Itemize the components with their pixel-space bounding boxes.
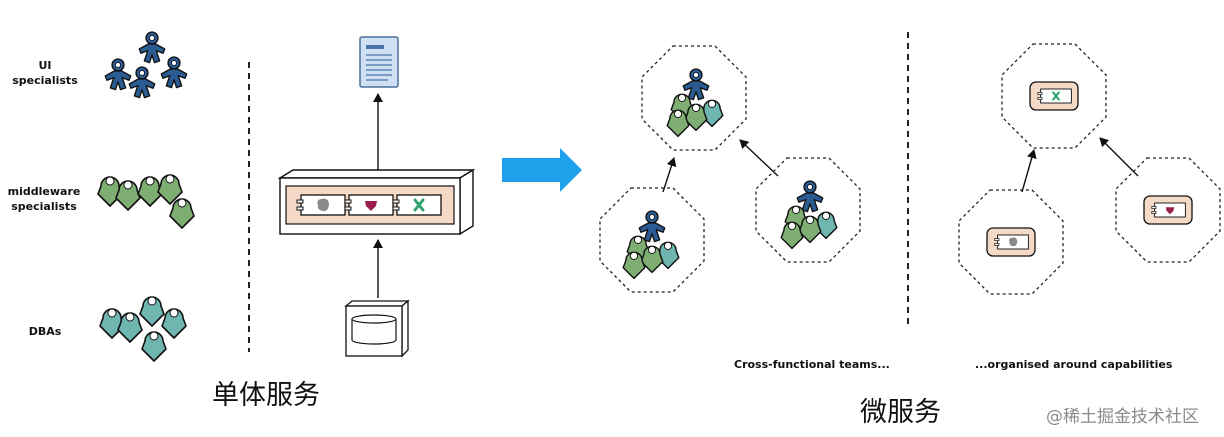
arrow-service-heart-to-x <box>1099 137 1139 177</box>
service-blob <box>958 189 1064 295</box>
team-right <box>755 157 861 263</box>
watermark: @稀土掘金技术社区 <box>1046 407 1199 427</box>
arrow-service-blob-to-x <box>1021 149 1037 193</box>
dbas-group <box>99 296 187 362</box>
label-ui-specialists: UI specialists <box>12 59 78 87</box>
middleware-specialists-group <box>97 174 195 229</box>
label-middleware-specialists: middleware specialists <box>7 185 81 213</box>
team-left <box>599 187 705 293</box>
service-x <box>1001 43 1107 149</box>
ui-specialists-group <box>104 31 188 99</box>
document-icon <box>359 36 399 88</box>
monolith-app <box>277 168 476 236</box>
caption-monolith: 单体服务 <box>212 380 320 411</box>
caption-microservices: 微服务 <box>860 397 941 428</box>
caption-cross-functional-teams: Cross-functional teams... <box>734 358 890 371</box>
transition-arrow <box>502 148 582 192</box>
arrow-team-left-to-top <box>662 157 677 193</box>
service-heart <box>1115 157 1221 263</box>
label-dbas: DBAs <box>28 325 62 338</box>
caption-organised-around-capabilities: ...organised around capabilities <box>975 358 1173 371</box>
arrow-team-right-to-top <box>739 139 779 177</box>
team-top <box>641 45 747 151</box>
database-icon <box>344 299 410 358</box>
